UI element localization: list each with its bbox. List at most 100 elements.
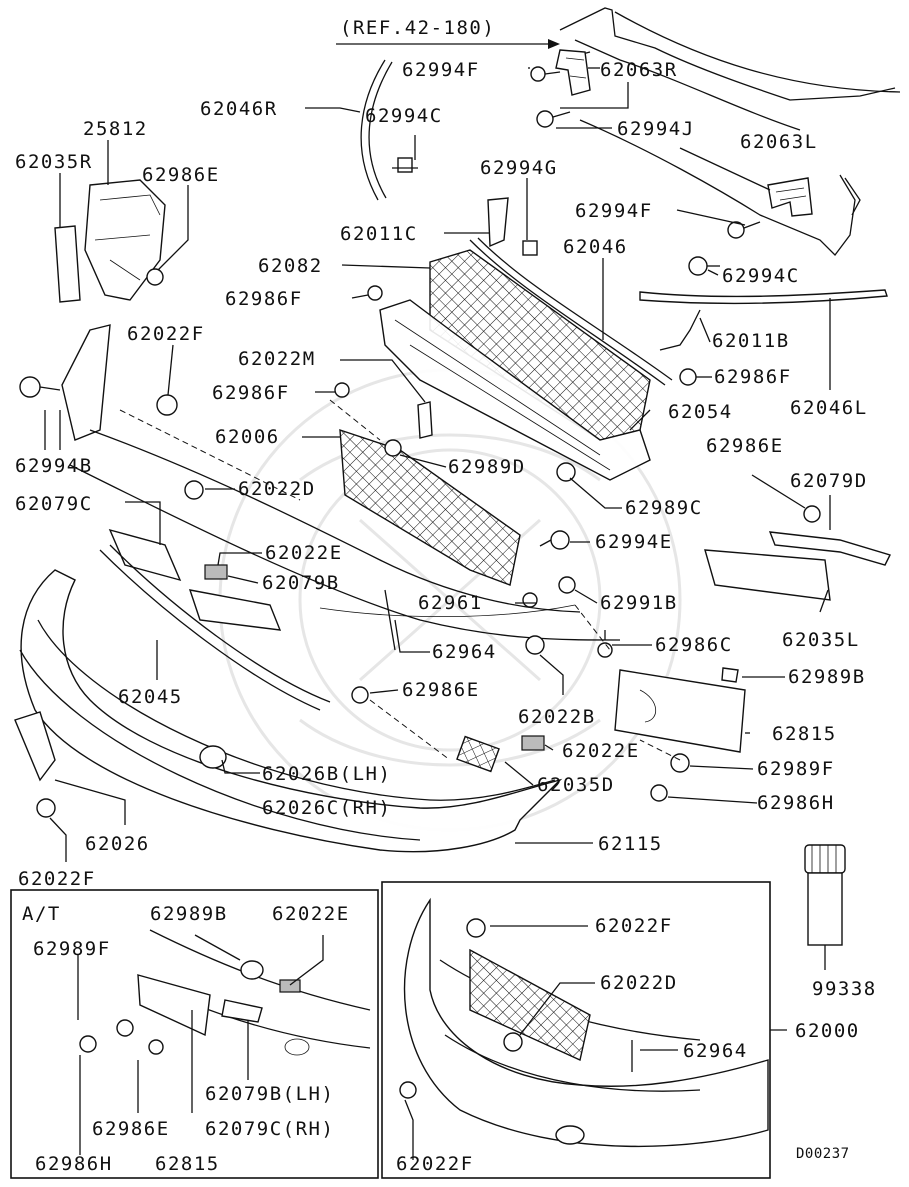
label-62994f-right: 62994F bbox=[575, 200, 653, 222]
label-62011b: 62011B bbox=[712, 330, 790, 352]
label-62986f-right: 62986F bbox=[714, 366, 792, 388]
label-25812: 25812 bbox=[83, 118, 148, 140]
label-62022d-2: 62022D bbox=[600, 972, 678, 994]
bumper-upper-line bbox=[89, 429, 581, 613]
bracket-62063l bbox=[767, 177, 813, 217]
bolt-62994g bbox=[522, 240, 538, 256]
label-62022e-3: 62022E bbox=[272, 903, 350, 925]
label-62986h-2: 62986H bbox=[35, 1153, 113, 1175]
label-62063l: 62063L bbox=[740, 131, 818, 153]
label-62022d: 62022D bbox=[238, 478, 316, 500]
label-62046r: 62046R bbox=[200, 98, 278, 120]
dashed-guides bbox=[119, 399, 681, 761]
nut-62989b bbox=[721, 667, 739, 683]
bracket-62011b bbox=[659, 309, 701, 351]
label-62986e-topleft: 62986E bbox=[142, 164, 220, 186]
label-62994b: 62994B bbox=[15, 455, 93, 477]
inset-at-parts bbox=[77, 929, 371, 1155]
grille-62035d bbox=[456, 735, 500, 773]
label-62006: 62006 bbox=[215, 426, 280, 448]
label-62022b: 62022B bbox=[518, 706, 596, 728]
bolt-62994c-right bbox=[688, 256, 720, 276]
label-62079c: 62079C bbox=[15, 493, 93, 515]
reference-note: (REF.42-180) bbox=[340, 17, 495, 39]
label-62115: 62115 bbox=[598, 833, 663, 855]
label-62986c: 62986C bbox=[655, 634, 733, 656]
label-62986h-1: 62986H bbox=[757, 792, 835, 814]
nut-62989d bbox=[384, 439, 402, 457]
cowl-62046 bbox=[469, 239, 666, 386]
label-62079c-rh: 62079C(RH) bbox=[205, 1118, 334, 1140]
clip-62022f-2 bbox=[36, 798, 56, 818]
inset-at-label: A/T bbox=[22, 903, 61, 925]
inset-at-box bbox=[10, 889, 379, 1179]
bolt-62986h bbox=[650, 784, 668, 802]
label-62964-2: 62964 bbox=[683, 1040, 748, 1062]
label-62046l: 62046L bbox=[790, 397, 868, 419]
label-62994c-right: 62994C bbox=[722, 265, 800, 287]
label-62035d: 62035D bbox=[537, 774, 615, 796]
label-62994c-top: 62994C bbox=[365, 105, 443, 127]
clip-62022f-1 bbox=[156, 394, 178, 416]
bolt-62994f-top bbox=[530, 66, 561, 82]
clip-62022b bbox=[525, 635, 545, 655]
fog-cover-62026 bbox=[199, 745, 227, 769]
clip-62022d bbox=[184, 480, 204, 500]
clip-62986f-right bbox=[679, 368, 697, 386]
label-62986e-right: 62986E bbox=[706, 435, 784, 457]
label-62022f-2: 62022F bbox=[18, 868, 96, 890]
label-62026: 62026 bbox=[85, 833, 150, 855]
label-62986f-2: 62986F bbox=[212, 382, 290, 404]
label-62022f-4: 62022F bbox=[396, 1153, 474, 1175]
label-62989d: 62989D bbox=[448, 456, 526, 478]
label-62994g: 62994G bbox=[480, 157, 558, 179]
strip-62046l bbox=[639, 289, 888, 305]
bracket-62079d bbox=[768, 531, 891, 566]
license-bracket-62815 bbox=[614, 669, 746, 753]
bracket-62035l bbox=[704, 549, 831, 601]
bolt-62986e-mid bbox=[351, 686, 369, 704]
cover-62026 bbox=[14, 711, 56, 782]
label-62994j: 62994J bbox=[617, 118, 695, 140]
label-62022f-1: 62022F bbox=[127, 323, 205, 345]
clip-62022m bbox=[417, 401, 433, 439]
label-62989f-1: 62989F bbox=[757, 758, 835, 780]
label-62022e-2: 62022E bbox=[562, 740, 640, 762]
bumper-cover-62115 bbox=[20, 569, 563, 853]
pin-62964 bbox=[384, 589, 396, 651]
label-62035r: 62035R bbox=[15, 151, 93, 173]
touch-up-bottle-99338 bbox=[804, 844, 846, 970]
clip-62986e-right bbox=[803, 505, 821, 523]
bolt-62986c bbox=[597, 630, 613, 658]
label-62026c: 62026C(RH) bbox=[262, 797, 391, 819]
label-62964-1: 62964 bbox=[432, 641, 497, 663]
label-62079b-lh: 62079B(LH) bbox=[205, 1083, 334, 1105]
label-62063r: 62063R bbox=[600, 59, 678, 81]
strip-62046r bbox=[360, 59, 386, 201]
label-62989c: 62989C bbox=[625, 497, 703, 519]
diagram-code: D00237 bbox=[796, 1146, 850, 1162]
label-62082: 62082 bbox=[258, 255, 323, 277]
label-62989f-2: 62989F bbox=[33, 938, 111, 960]
nut-62989f bbox=[670, 753, 690, 773]
label-62815-2: 62815 bbox=[155, 1153, 220, 1175]
label-62079d: 62079D bbox=[790, 470, 868, 492]
clip-62022e-2 bbox=[521, 735, 545, 751]
grille-mesh-62006 bbox=[339, 429, 521, 586]
label-62022f-3: 62022F bbox=[595, 915, 673, 937]
label-62045: 62045 bbox=[118, 686, 183, 708]
label-62046: 62046 bbox=[563, 236, 628, 258]
label-62986e-bottom: 62986E bbox=[92, 1118, 170, 1140]
grille-frame-62054 bbox=[379, 299, 651, 481]
nut-62961 bbox=[522, 592, 538, 608]
clip-62986f-2 bbox=[334, 382, 350, 398]
label-62986f-1: 62986F bbox=[225, 288, 303, 310]
label-62022m: 62022M bbox=[238, 348, 316, 370]
label-62035l: 62035L bbox=[782, 629, 860, 651]
label-62994f-top: 62994F bbox=[402, 59, 480, 81]
inset-complete-bumper bbox=[399, 897, 787, 1160]
label-62989b-2: 62989B bbox=[150, 903, 228, 925]
bracket-left bbox=[61, 324, 111, 441]
label-62000: 62000 bbox=[795, 1020, 860, 1042]
leader-lines bbox=[44, 67, 831, 862]
